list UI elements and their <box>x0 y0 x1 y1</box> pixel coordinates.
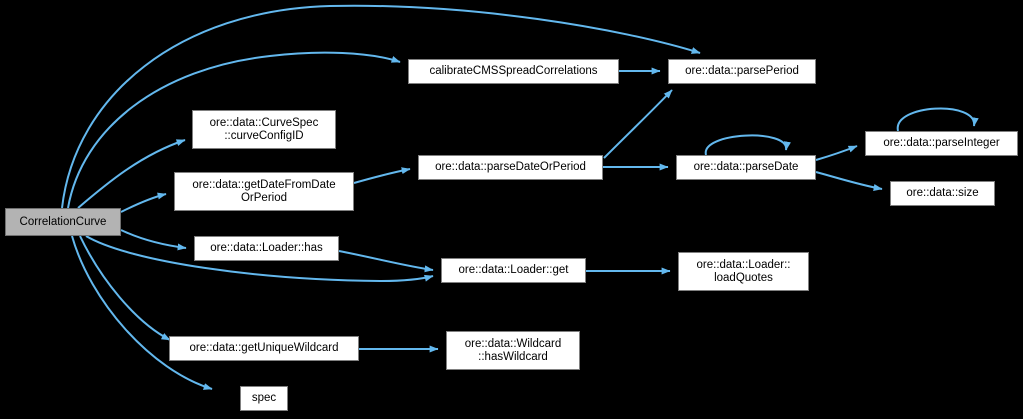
graph-node-label: ore::data::getUniqueWildcard <box>189 342 339 355</box>
graph-node-label: CorrelationCurve <box>19 215 107 228</box>
graph-edge <box>815 145 858 161</box>
graph-node-label: ore::data::parsePeriod <box>685 65 799 78</box>
graph-edge <box>815 171 883 191</box>
graph-node-label: calibrateCMSSpreadCorrelations <box>429 65 598 78</box>
graph-edge <box>120 229 187 251</box>
graph-edge <box>603 89 673 159</box>
graph-node-getDateFromDateOrPeriod[interactable]: ore::data::getDateFromDate OrPeriod <box>174 172 354 211</box>
edge-layer <box>61 4 979 390</box>
graph-node-label: ore::data::size <box>906 187 979 200</box>
graph-node-calibrateCMSSpreadCorrelations[interactable]: calibrateCMSSpreadCorrelations <box>408 59 619 84</box>
graph-edge <box>120 192 167 213</box>
graph-edge <box>79 235 171 341</box>
graph-edge <box>704 134 791 156</box>
graph-node-label: ore::data::getDateFromDate OrPeriod <box>192 179 336 204</box>
graph-edge <box>71 235 213 390</box>
graph-node-parseInteger[interactable]: ore::data::parseInteger <box>865 131 1018 156</box>
graph-node-spec[interactable]: spec <box>240 386 288 411</box>
graph-node-parseDate[interactable]: ore::data::parseDate <box>676 155 816 180</box>
graph-edge <box>67 51 401 209</box>
graph-node-label: ore::data::Loader:: loadQuotes <box>696 259 791 284</box>
graph-node-hasWildcard[interactable]: ore::data::Wildcard ::hasWildcard <box>446 331 580 370</box>
graph-node-getUniqueWildcard[interactable]: ore::data::getUniqueWildcard <box>169 336 359 361</box>
graph-node-correlationCurve[interactable]: CorrelationCurve <box>5 208 121 236</box>
graph-edge <box>353 167 411 184</box>
graph-node-parsePeriod[interactable]: ore::data::parsePeriod <box>668 59 816 84</box>
graph-node-label: ore::data::parseDateOrPeriod <box>435 161 586 174</box>
graph-node-label: ore::data::parseInteger <box>883 137 1000 150</box>
graph-node-loadQuotes[interactable]: ore::data::Loader:: loadQuotes <box>678 252 809 291</box>
graph-node-label: ore::data::parseDate <box>693 161 799 174</box>
graph-node-loaderHas[interactable]: ore::data::Loader::has <box>194 236 339 261</box>
graph-node-loaderGet[interactable]: ore::data::Loader::get <box>441 258 586 283</box>
graph-node-parseDateOrPeriod[interactable]: ore::data::parseDateOrPeriod <box>418 155 603 180</box>
graph-node-label: ore::data::Wildcard ::hasWildcard <box>464 338 562 363</box>
graph-node-size[interactable]: ore::data::size <box>890 181 995 206</box>
graph-node-label: spec <box>251 392 277 405</box>
graph-edge <box>896 107 979 132</box>
graph-node-label: ore::data::Loader::get <box>458 264 569 277</box>
graph-node-label: ore::data::Loader::has <box>210 242 323 255</box>
graph-edge <box>61 4 701 209</box>
graph-node-curveConfigID[interactable]: ore::data::CurveSpec ::curveConfigID <box>192 110 336 149</box>
graph-edge <box>85 235 434 283</box>
graph-edge <box>338 250 434 273</box>
graph-edge <box>77 139 186 209</box>
graph-node-label: ore::data::CurveSpec ::curveConfigID <box>209 117 319 142</box>
